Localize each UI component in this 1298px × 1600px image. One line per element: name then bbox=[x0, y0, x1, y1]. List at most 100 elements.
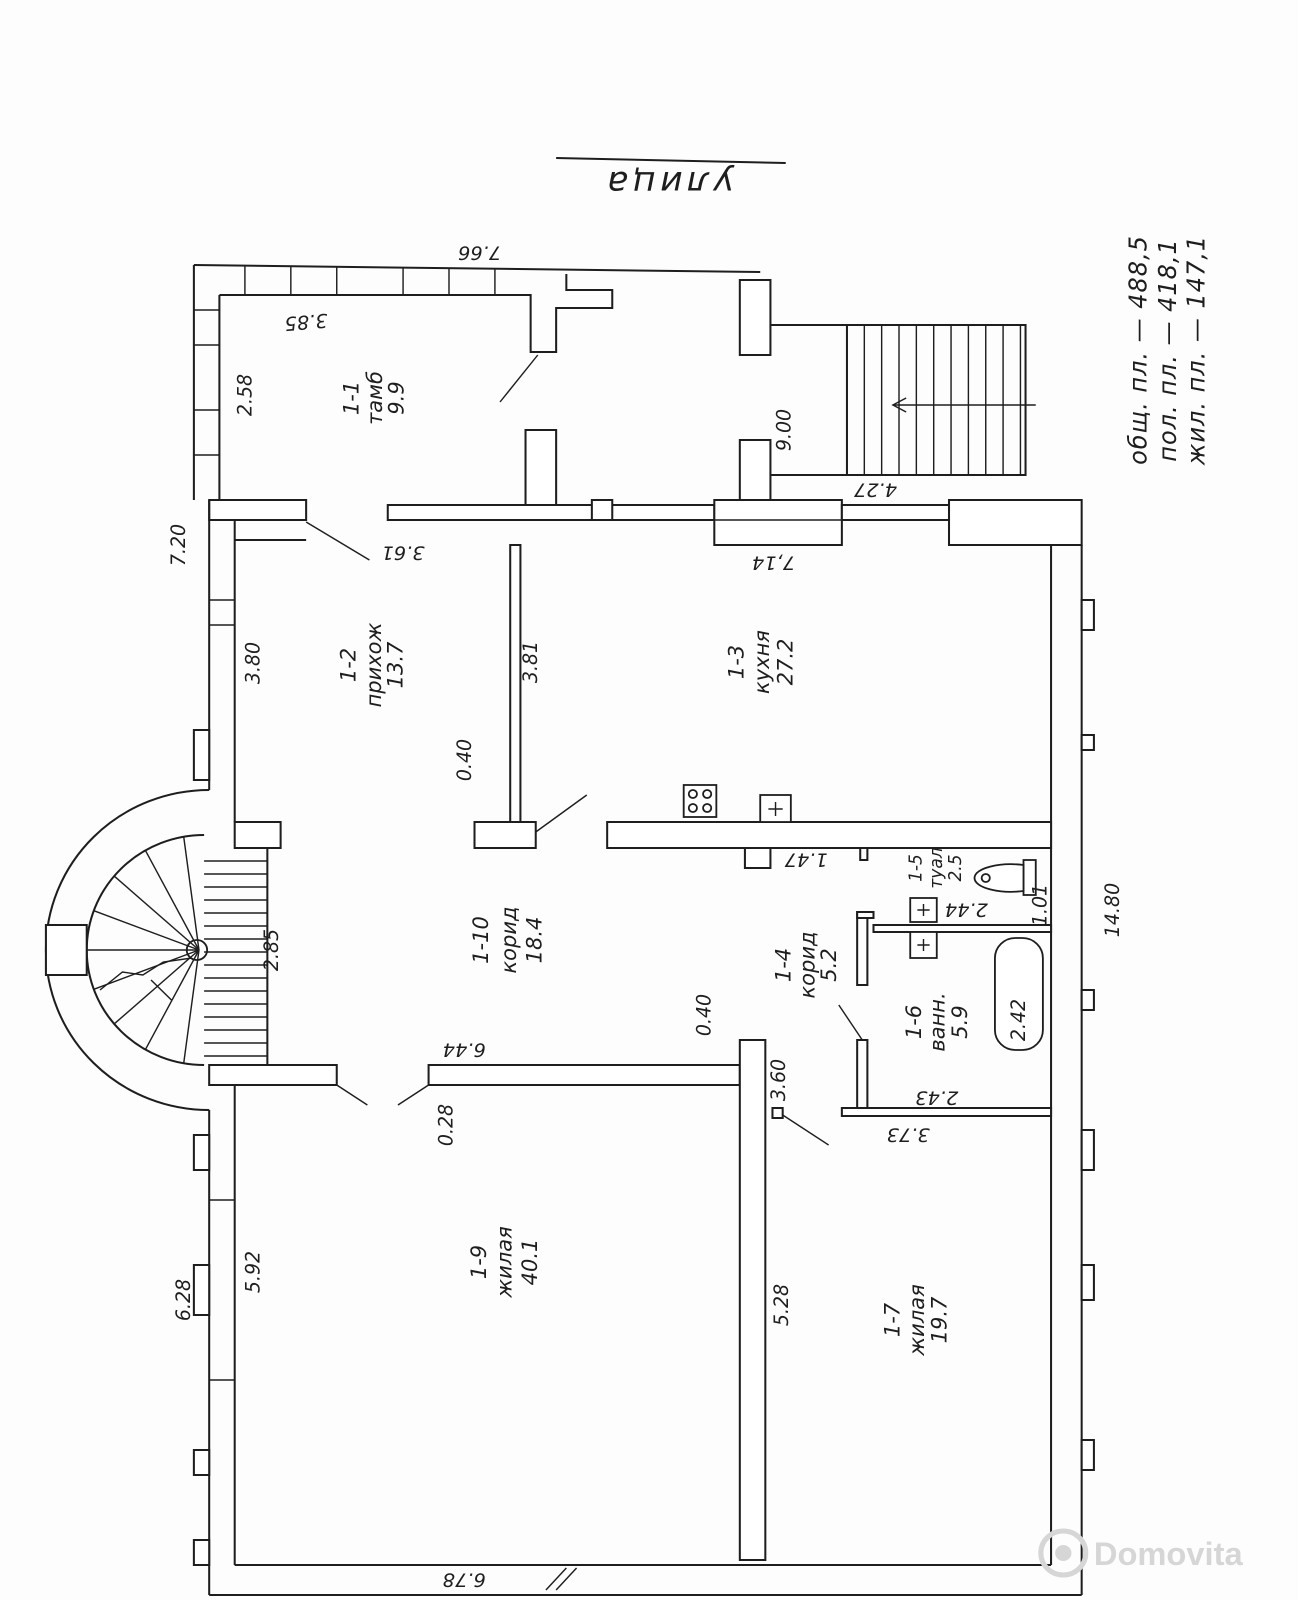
wall bbox=[947, 499, 1083, 546]
spiral-step bbox=[183, 949, 200, 1064]
room-area: 40.1 bbox=[518, 1239, 543, 1286]
room-area: 13.7 bbox=[383, 641, 408, 688]
dimension-label: 14.80 bbox=[1101, 883, 1124, 937]
spiral-step bbox=[93, 910, 200, 951]
wall bbox=[840, 1107, 1053, 1117]
spiral-step bbox=[93, 949, 200, 990]
door-swing bbox=[305, 521, 370, 561]
spiral-step bbox=[183, 836, 200, 951]
room-label-1-5: 1-5 туал 2.5 bbox=[906, 847, 966, 888]
street-line bbox=[556, 157, 786, 164]
watermark-text: Domovita bbox=[1094, 1536, 1244, 1572]
sink-icon bbox=[759, 794, 792, 823]
pilaster bbox=[1080, 989, 1095, 1011]
room-name: жилая bbox=[905, 1284, 930, 1357]
dimension-label: 5.28 bbox=[770, 1284, 793, 1326]
pilaster bbox=[192, 1449, 211, 1476]
dimension-label: 1.01 bbox=[1028, 884, 1051, 926]
wall bbox=[208, 1064, 338, 1086]
sink-cross bbox=[917, 904, 930, 916]
area-totals: общ. пл. — 488,5 пол. пл. — 418,1 жил. п… bbox=[1123, 235, 1210, 466]
room-id: 1-3 bbox=[724, 645, 749, 679]
room-id: 1-5 bbox=[906, 854, 926, 882]
stove-body bbox=[682, 784, 718, 818]
toilet-icon bbox=[973, 859, 1037, 896]
domovita-logo-icon bbox=[1038, 1528, 1089, 1578]
dimension-label: 7,14 bbox=[752, 552, 795, 575]
wall-line bbox=[193, 264, 761, 273]
bathtub-body bbox=[994, 937, 1044, 1051]
dimension-label: 0.40 bbox=[692, 994, 715, 1036]
room-label-1-1: 1-1 тамб 9.9 bbox=[339, 371, 409, 425]
dimension-label: 0.40 bbox=[453, 739, 476, 781]
wall bbox=[856, 911, 869, 986]
sink-body bbox=[909, 931, 938, 959]
dimension-label: 2.44 bbox=[945, 899, 988, 922]
wall bbox=[872, 924, 1053, 933]
dimension-label: 5.92 bbox=[241, 1251, 264, 1293]
room-id: 1-7 bbox=[880, 1302, 905, 1337]
stair-landing-block bbox=[44, 924, 88, 976]
room-name: корид bbox=[796, 932, 821, 999]
door-swing bbox=[838, 1004, 863, 1041]
dimension-label: 6.28 bbox=[172, 1279, 195, 1321]
room-name: жилая bbox=[492, 1226, 517, 1299]
door-swing bbox=[499, 354, 539, 403]
dimension-label: 6.78 bbox=[443, 1569, 486, 1592]
interior-walls bbox=[208, 544, 1053, 1561]
wall bbox=[856, 1039, 869, 1109]
sink-cross bbox=[768, 802, 783, 816]
room-name: туал bbox=[927, 847, 947, 888]
room-label-1-2: 1-2 прихож 13.7 bbox=[336, 623, 408, 708]
pilaster bbox=[1080, 1129, 1095, 1171]
dimension-label: 2.43 bbox=[915, 1087, 958, 1110]
wall-line bbox=[219, 274, 614, 353]
door-swing bbox=[782, 1114, 829, 1146]
pilaster bbox=[192, 1134, 211, 1171]
room-label-1-6: 1-6 ванн. 5.9 bbox=[902, 992, 973, 1051]
stove-icon bbox=[682, 784, 718, 818]
spiral-step bbox=[144, 949, 200, 1050]
wall bbox=[473, 821, 537, 849]
sink-cross bbox=[917, 939, 930, 951]
total-area: общ. пл. — 488,5 bbox=[1123, 235, 1152, 465]
sink-icon bbox=[909, 931, 938, 959]
door-swing bbox=[535, 794, 588, 833]
dimension-label: 7.20 bbox=[167, 524, 190, 566]
room-name: прихож bbox=[362, 623, 387, 708]
wall-stub bbox=[859, 847, 869, 861]
stair-break-line bbox=[99, 957, 192, 991]
stove-burner bbox=[702, 789, 713, 799]
dimension-label: 6.44 bbox=[443, 1039, 486, 1062]
room-label-1-10: 1-10 корид 18.4 bbox=[469, 907, 547, 974]
room-name: корид bbox=[497, 907, 522, 974]
spiral-step bbox=[144, 850, 200, 951]
room-id: 1-9 bbox=[467, 1245, 492, 1279]
wall bbox=[427, 1064, 741, 1086]
room-area: 18.4 bbox=[522, 917, 547, 964]
dimension-label: 4.27 bbox=[853, 479, 897, 502]
dimension-label: 1.47 bbox=[784, 849, 828, 872]
stove-burner bbox=[687, 803, 698, 813]
stair-outline bbox=[770, 324, 1027, 476]
room-label-1-9: 1-9 жилая 40.1 bbox=[467, 1226, 543, 1299]
wall bbox=[590, 499, 614, 521]
watermark: Domovita bbox=[1038, 1528, 1244, 1578]
room-area: 9.9 bbox=[384, 381, 409, 414]
vestibule-walls bbox=[192, 264, 772, 516]
room-id: 1-2 bbox=[336, 648, 361, 682]
spiral-step bbox=[113, 875, 200, 951]
pilaster bbox=[1080, 734, 1095, 751]
dimension-label: 0.28 bbox=[434, 1104, 457, 1146]
dimension-label: 2.42 bbox=[1007, 999, 1030, 1041]
room-id: 1-1 bbox=[339, 381, 364, 415]
room-name: тамб bbox=[363, 371, 388, 425]
wall bbox=[840, 504, 951, 521]
dimension-label: 3.60 bbox=[767, 1059, 790, 1101]
pilaster bbox=[1080, 1439, 1095, 1471]
entrance-stair bbox=[770, 324, 1036, 476]
pillar bbox=[738, 279, 772, 356]
room-area: 27.2 bbox=[773, 639, 798, 686]
dimension-label: 2.58 bbox=[233, 374, 256, 416]
